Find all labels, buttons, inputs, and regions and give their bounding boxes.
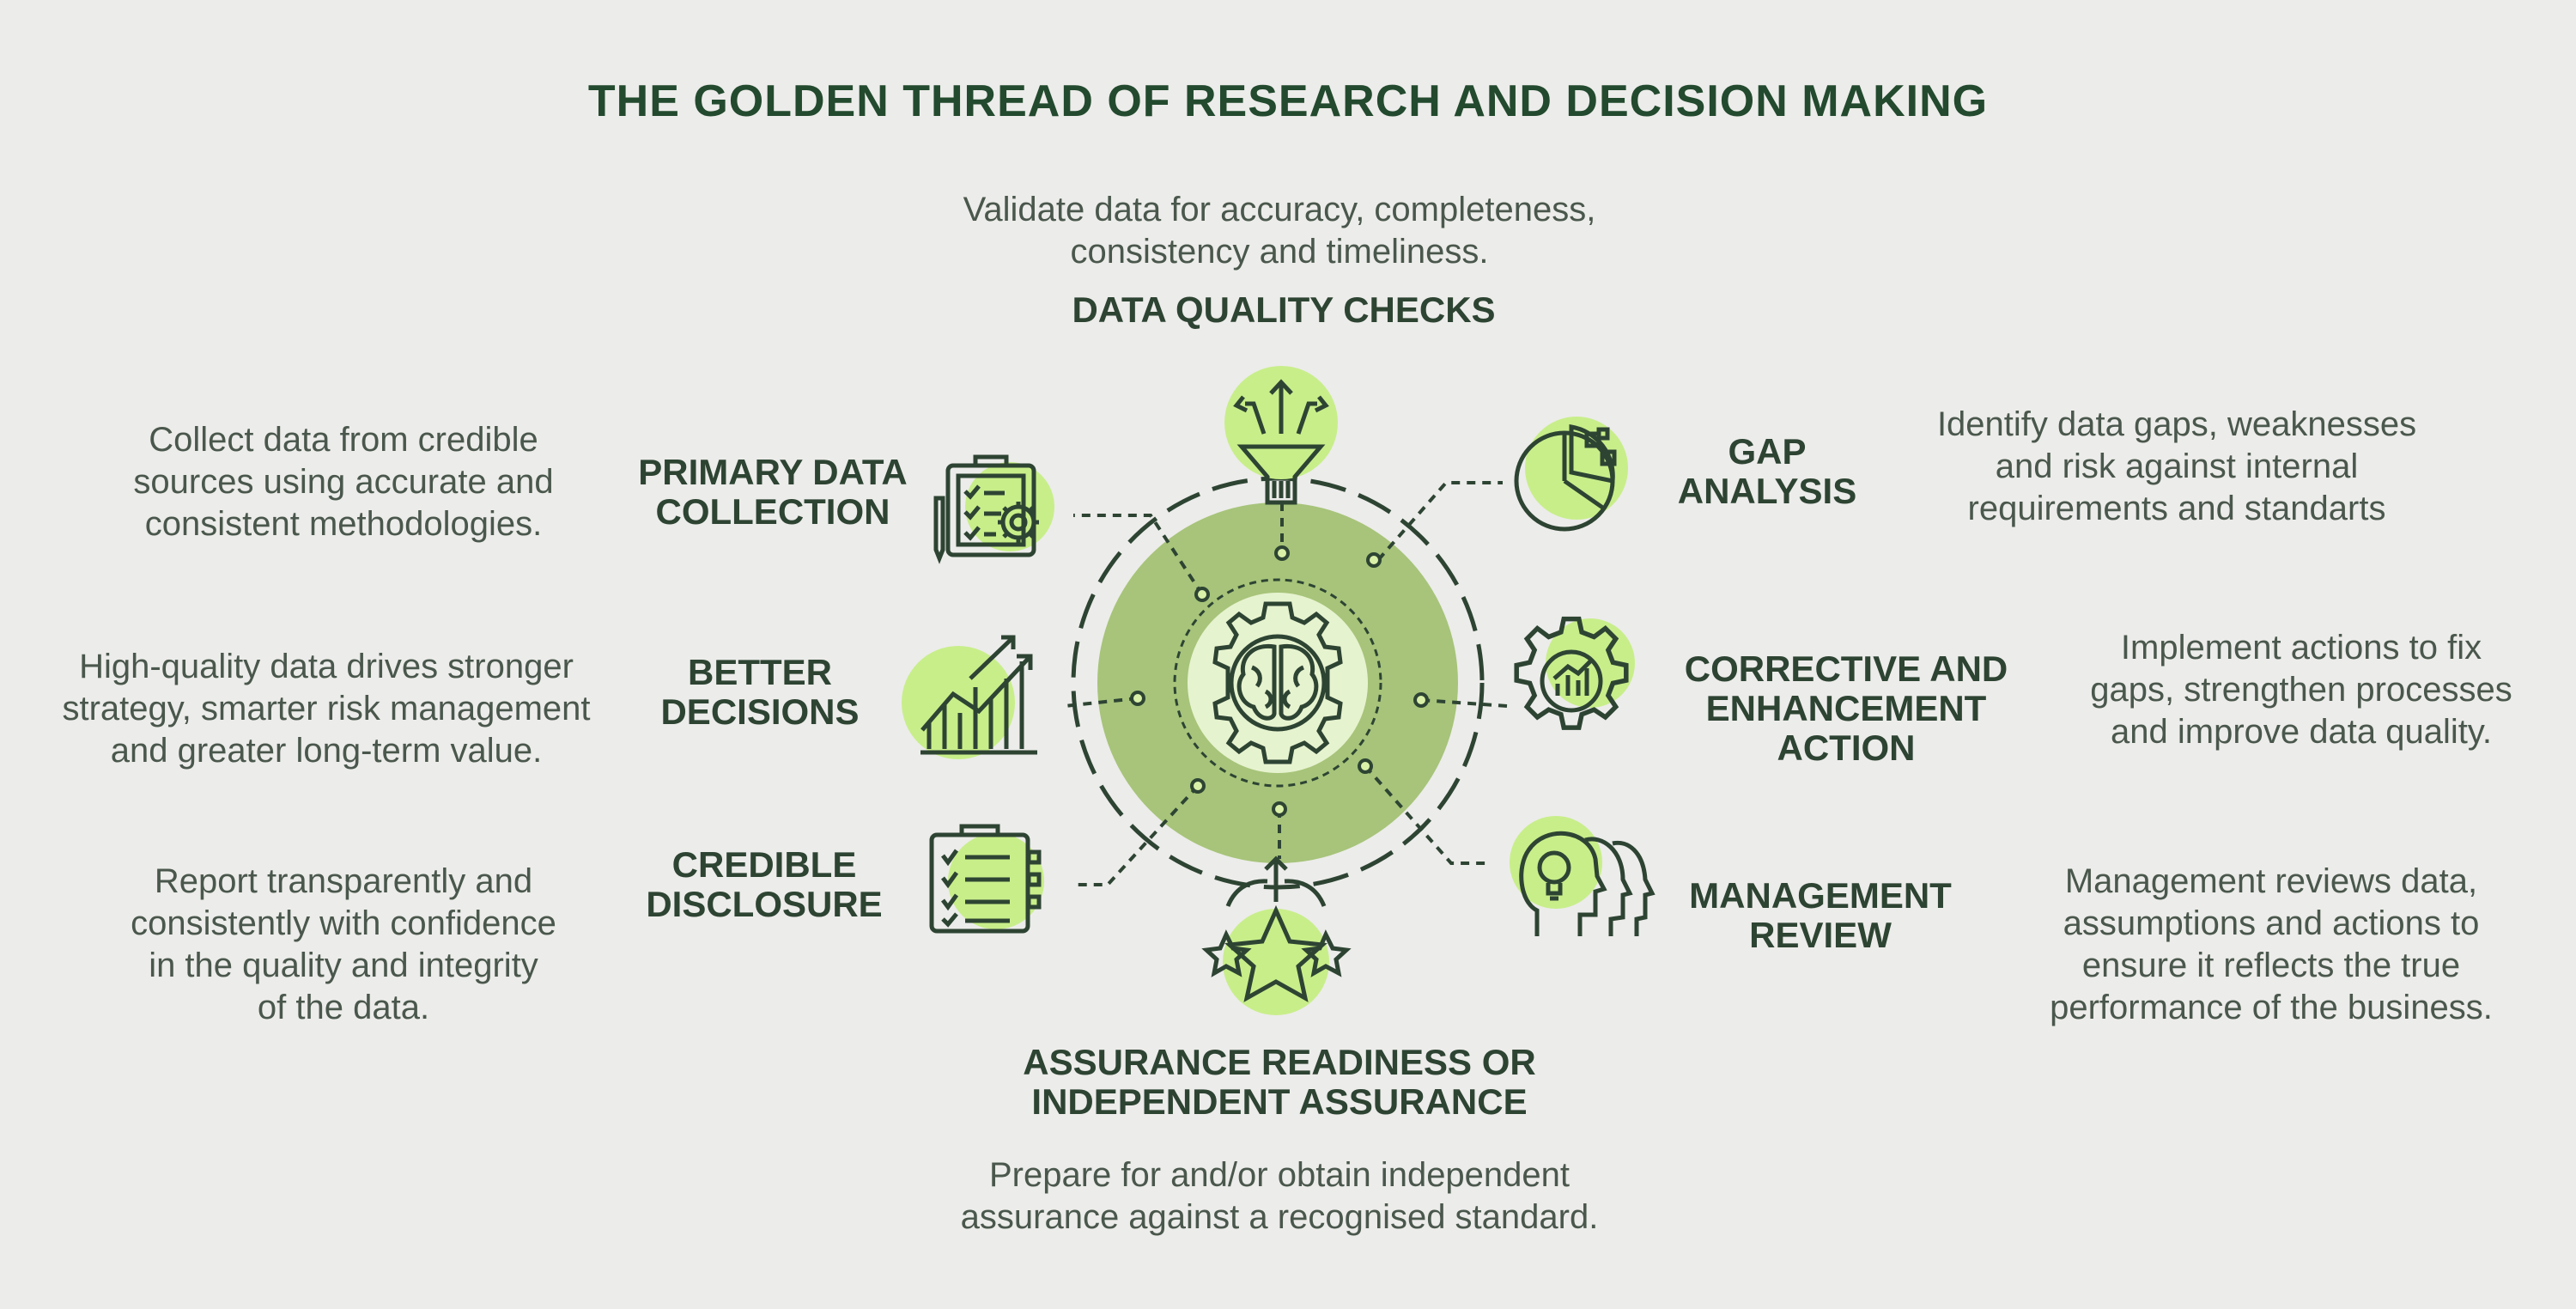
assurance-desc-line: assurance against a recognised standard.	[960, 1198, 1599, 1236]
pie-chart-icon	[1514, 417, 1628, 532]
gap-analysis-desc-line: and risk against internal	[1995, 447, 2359, 485]
clipboard-gear-icon	[933, 454, 1054, 564]
primary-collection-desc-line: Collect data from credible	[149, 421, 538, 459]
better-decisions-desc-line: High-quality data drives stronger	[79, 648, 574, 685]
corrective-action-heading: CORRECTIVE AND ENHANCEMENT ACTION	[1666, 649, 2026, 768]
brain-gear-icon	[1212, 601, 1343, 764]
gap-analysis-heading-line: ANALYSIS	[1677, 471, 1857, 511]
corrective-heading-line: CORRECTIVE AND	[1684, 648, 2008, 689]
page-title: THE GOLDEN THREAD OF RESEARCH AND DECISI…	[587, 76, 1989, 126]
gap-analysis-desc-line: Identify data gaps, weaknesses	[1936, 405, 2417, 443]
connectors	[1064, 481, 1508, 886]
corrective-desc-line: gaps, strengthen processes	[2090, 671, 2512, 709]
better-decisions-description: High-quality data drives stronger strate…	[17, 646, 635, 772]
team-lightbulb-icon	[1510, 816, 1656, 936]
data-quality-description: Validate data for accuracy, completeness…	[841, 189, 1717, 273]
disclosure-desc-line: in the quality and integrity	[149, 947, 538, 984]
corrective-desc-line: and improve data quality.	[2111, 713, 2492, 751]
management-desc-line: ensure it reflects the true	[2081, 947, 2461, 984]
corrective-desc-line: Implement actions to fix	[2120, 629, 2482, 667]
primary-collection-heading-line: PRIMARY DATA	[638, 452, 908, 492]
management-desc-line: Management reviews data,	[2064, 862, 2478, 900]
assurance-heading-line: INDEPENDENT ASSURANCE	[1031, 1081, 1528, 1122]
clipboard-checklist-icon	[929, 824, 1044, 934]
assurance-description: Prepare for and/or obtain independent as…	[859, 1154, 1700, 1239]
primary-data-collection-heading: PRIMARY DATA COLLECTION	[618, 453, 927, 532]
data-quality-desc-line: Validate data for accuracy, completeness…	[963, 191, 1596, 228]
primary-collection-desc-line: consistent methodologies.	[144, 505, 543, 543]
disclosure-desc-line: Report transparently and	[154, 862, 533, 900]
primary-collection-desc-line: sources using accurate and	[133, 463, 554, 501]
disclosure-desc-line: consistently with confidence	[131, 904, 556, 942]
center-hub	[1188, 593, 1368, 773]
management-review-heading: MANAGEMENT REVIEW	[1666, 876, 1975, 955]
disclosure-heading-line: DISCLOSURE	[646, 884, 883, 924]
data-quality-desc-line: consistency and timeliness.	[1070, 233, 1489, 271]
assurance-desc-line: Prepare for and/or obtain independent	[988, 1156, 1571, 1194]
assurance-heading-line: ASSURANCE READINESS OR	[1023, 1042, 1536, 1082]
disclosure-desc-line: of the data.	[257, 989, 430, 1026]
credible-disclosure-description: Report transparently and consistently wi…	[69, 861, 618, 1029]
assurance-heading: ASSURANCE READINESS OR INDEPENDENT ASSUR…	[945, 1043, 1614, 1122]
better-decisions-heading: BETTER DECISIONS	[653, 653, 867, 732]
primary-collection-heading-line: COLLECTION	[655, 491, 890, 532]
funnel-icon	[1224, 366, 1338, 505]
management-heading-line: MANAGEMENT	[1689, 875, 1952, 916]
management-desc-line: performance of the business.	[2050, 989, 2493, 1026]
management-desc-line: assumptions and actions to	[2063, 904, 2480, 942]
primary-data-collection-description: Collect data from credible sources using…	[77, 419, 610, 545]
gap-analysis-desc-line: requirements and standarts	[1967, 490, 2386, 527]
gap-analysis-heading-line: GAP	[1728, 431, 1807, 472]
corrective-heading-line: ENHANCEMENT	[1705, 688, 1987, 728]
corrective-action-description: Implement actions to fix gaps, strengthe…	[2035, 627, 2567, 753]
management-review-description: Management reviews data, assumptions and…	[1992, 861, 2550, 1029]
better-decisions-desc-line: strategy, smarter risk management	[62, 690, 591, 728]
disclosure-heading-line: CREDIBLE	[671, 844, 857, 885]
gap-analysis-heading: GAP ANALYSIS	[1657, 432, 1877, 511]
growth-chart-icon	[902, 635, 1037, 759]
connector-dots	[1130, 545, 1429, 817]
better-decisions-heading-line: BETTER	[688, 652, 832, 692]
management-heading-line: REVIEW	[1749, 915, 1892, 955]
corrective-heading-line: ACTION	[1777, 728, 1916, 768]
inner-dashed-ring	[1173, 578, 1382, 788]
better-decisions-heading-line: DECISIONS	[660, 691, 860, 732]
better-decisions-desc-line: and greater long-term value.	[110, 732, 543, 770]
data-quality-heading: DATA QUALITY CHECKS	[1072, 289, 1496, 330]
gear-chart-icon	[1514, 616, 1635, 730]
credible-disclosure-heading: CREDIBLE DISCLOSURE	[635, 845, 893, 924]
gap-analysis-description: Identify data gaps, weaknesses and risk …	[1872, 404, 2482, 530]
stars-icon	[1201, 855, 1352, 1015]
